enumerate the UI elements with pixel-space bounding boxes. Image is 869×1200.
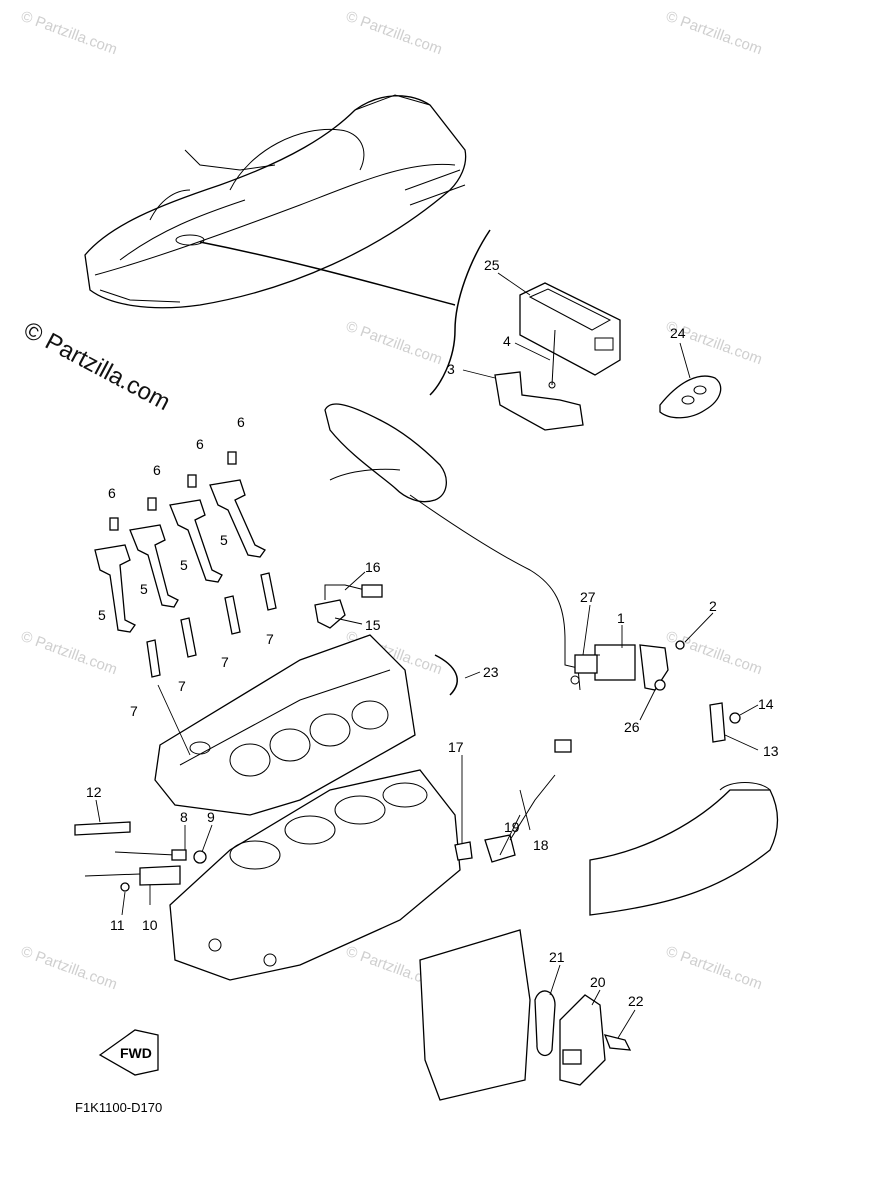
exhaust-manifold: [589, 702, 779, 916]
remote-transmitter: [659, 375, 722, 419]
callout-18: 18: [533, 837, 549, 853]
watermark-text: © Partzilla.com: [19, 943, 120, 994]
watermark-text: © Partzilla.com: [344, 318, 445, 369]
callout-2: 2: [709, 598, 717, 614]
callout-7: 7: [178, 678, 186, 694]
callout-1: 1: [617, 610, 625, 626]
callout-21: 21: [549, 949, 565, 965]
callout-24: 24: [670, 325, 686, 341]
group-bracket: [429, 229, 491, 396]
callout-20: 20: [590, 974, 606, 990]
callout-9: 9: [207, 809, 215, 825]
left-sensors: [74, 821, 207, 892]
watermark-text: © Partzilla.com: [664, 943, 765, 994]
callout-3: 3: [447, 361, 455, 377]
callout-7: 7: [221, 654, 229, 670]
callout-6: 6: [153, 462, 161, 478]
leader-lines: [95, 272, 759, 1039]
callout-5: 5: [180, 557, 188, 573]
callout-25: 25: [484, 257, 500, 273]
watermark-text: © Partzilla.com: [344, 8, 445, 59]
callout-6: 6: [237, 414, 245, 430]
callout-7: 7: [266, 631, 274, 647]
callout-6: 6: [196, 436, 204, 452]
watermark-text: © Partzilla.com: [19, 8, 120, 59]
callout-23: 23: [483, 664, 499, 680]
callout-17: 17: [448, 739, 464, 755]
wire-clamp: [434, 654, 458, 696]
throttle-sensor: [574, 640, 685, 691]
callout-4: 4: [503, 333, 511, 349]
callout-5: 5: [140, 581, 148, 597]
callout-6: 6: [108, 485, 116, 501]
callout-7: 7: [130, 703, 138, 719]
callout-11: 11: [110, 917, 125, 933]
spark-plugs: [146, 572, 277, 678]
cam-sensor: [314, 584, 383, 629]
callout-22: 22: [628, 993, 644, 1009]
watermark-large: © Partzilla.com: [19, 316, 174, 416]
callout-26: 26: [624, 719, 640, 735]
handlebar-throttle: [324, 403, 581, 691]
callout-labels: 1 2 3 4 5 5 5 5 6 6 6 6 7 7 7 7 8 9 10 1…: [86, 257, 779, 1009]
meter-assembly: [494, 282, 621, 431]
location-leader: [199, 241, 456, 306]
callout-14: 14: [758, 696, 774, 712]
diagram-code: F1K1100-D170: [75, 1100, 162, 1115]
callout-15: 15: [365, 617, 381, 633]
watercraft-drawing: [84, 94, 467, 309]
watermark-text: © Partzilla.com: [664, 628, 765, 679]
ignition-coils: [94, 451, 266, 633]
cylinder-block: [169, 769, 461, 981]
fwd-label: FWD: [120, 1045, 152, 1061]
fwd-arrow: FWD: [98, 1029, 159, 1076]
callout-8: 8: [180, 809, 188, 825]
watermark-text: © Partzilla.com: [664, 8, 765, 59]
callout-13: 13: [763, 743, 779, 759]
callout-19: 19: [504, 819, 520, 835]
callout-5: 5: [220, 532, 228, 548]
watermark-text: © Partzilla.com: [19, 628, 120, 679]
callout-16: 16: [365, 559, 381, 575]
temp-sensor: [454, 739, 572, 863]
callout-10: 10: [142, 917, 158, 933]
callout-5: 5: [98, 607, 106, 623]
callout-12: 12: [86, 784, 102, 800]
callout-27: 27: [580, 589, 596, 605]
cylinder-head: [154, 634, 416, 816]
ecu: [419, 929, 632, 1101]
